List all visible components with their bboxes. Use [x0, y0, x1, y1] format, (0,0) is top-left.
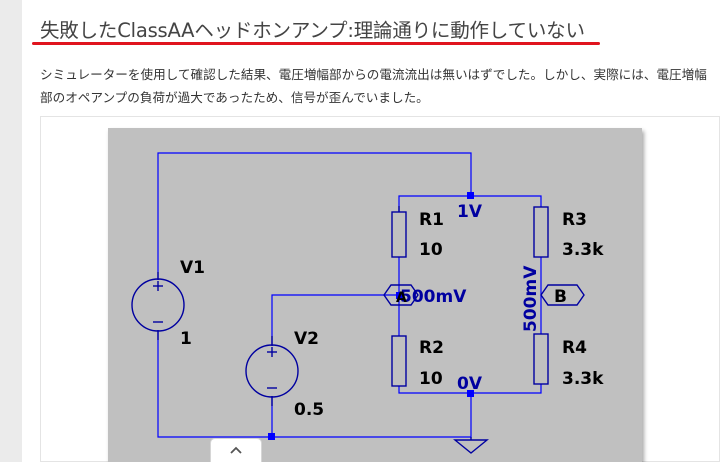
junction-mid [396, 292, 403, 299]
r3-value: 3.3k [562, 240, 604, 260]
wire-v2-top [271, 294, 399, 346]
r4-value: 3.3k [562, 369, 604, 389]
r2-name: R2 [419, 338, 444, 358]
node-label-mid-right: 500mV [521, 265, 541, 332]
node-label-mid-left: 500mV [400, 287, 467, 307]
left-gutter [0, 0, 22, 462]
r4-name: R4 [562, 338, 587, 358]
v1-value: 1 [180, 329, 192, 349]
v1-name: V1 [180, 258, 205, 278]
wire-v1-top [157, 152, 472, 280]
r1-value: 10 [419, 240, 443, 260]
r1-name: R1 [419, 210, 444, 230]
net-flag-a-label: A [396, 290, 407, 306]
circuit-schematic: V1 1 V2 0.5 R1 10 R2 10 R3 3.3k R4 3.3k … [108, 128, 642, 462]
junction-bottom [467, 390, 474, 397]
r2-value: 10 [419, 369, 443, 389]
voltage-source-v1 [131, 272, 185, 340]
article-title: 失敗したClassAAヘッドホンアンプ:理論通りに動作していない [40, 19, 585, 42]
wire-v1-bottom [157, 330, 272, 438]
resistor-r2 [391, 335, 407, 387]
resistor-r4 [533, 333, 549, 385]
net-flag-b-label: B [554, 287, 567, 307]
article-paragraph: シミュレーターを使用して確認した結果、電圧増幅部からの電流流出は無いはずでした。… [40, 67, 707, 105]
v2-value: 0.5 [294, 400, 324, 420]
v2-name: V2 [294, 329, 319, 349]
junction-v2-ground [268, 433, 275, 440]
collapse-toggle-button[interactable] [210, 438, 262, 462]
voltage-source-v2 [245, 336, 299, 406]
resistor-r1 [391, 206, 407, 258]
title-underline [32, 42, 600, 45]
node-label-top: 1V [457, 202, 483, 222]
ground-icon [453, 437, 489, 454]
node-label-bottom: 0V [457, 374, 483, 394]
chevron-up-icon [230, 446, 242, 454]
net-flag-b [540, 284, 585, 306]
junction-top [467, 192, 474, 199]
resistor-r3 [533, 206, 549, 258]
r3-name: R3 [562, 210, 587, 230]
net-flag-a [383, 284, 419, 306]
